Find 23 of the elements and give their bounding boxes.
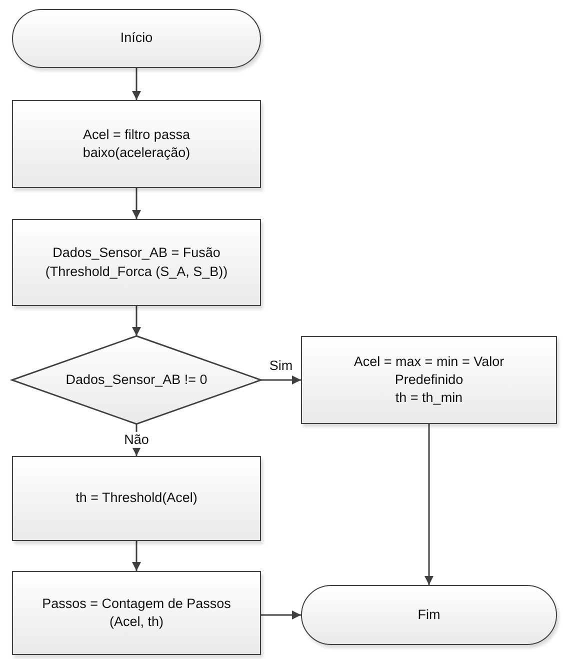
node-text: Dados_Sensor_AB != 0 [66, 370, 208, 389]
node-text: Acel = filtro passa baixo(aceleração) [82, 126, 192, 162]
node-text: Fim [418, 606, 440, 624]
process-box [12, 219, 261, 306]
node-text: Passos = Contagem de Passos (Acel, th) [41, 594, 232, 631]
arrow [132, 541, 141, 571]
arrow [132, 68, 141, 100]
process-box [12, 456, 261, 541]
arrow [261, 610, 301, 620]
arrow [261, 376, 301, 384]
terminal-shape [301, 585, 557, 645]
node-text: th = th_min [395, 389, 463, 408]
process-box [301, 336, 557, 424]
arrow [424, 424, 434, 585]
node-text: th = Threshold(Acel) [76, 489, 198, 508]
node-text: Dados_Sensor_AB = Fusão (Threshold_Forca (S_A, S_B)) [44, 244, 229, 281]
process-box [12, 100, 261, 188]
arrow [132, 188, 141, 219]
arrow [132, 306, 141, 336]
terminal-shape [12, 9, 261, 68]
process-box [12, 571, 261, 655]
edge-label: Não [122, 432, 151, 448]
node-text: Início [120, 29, 153, 48]
